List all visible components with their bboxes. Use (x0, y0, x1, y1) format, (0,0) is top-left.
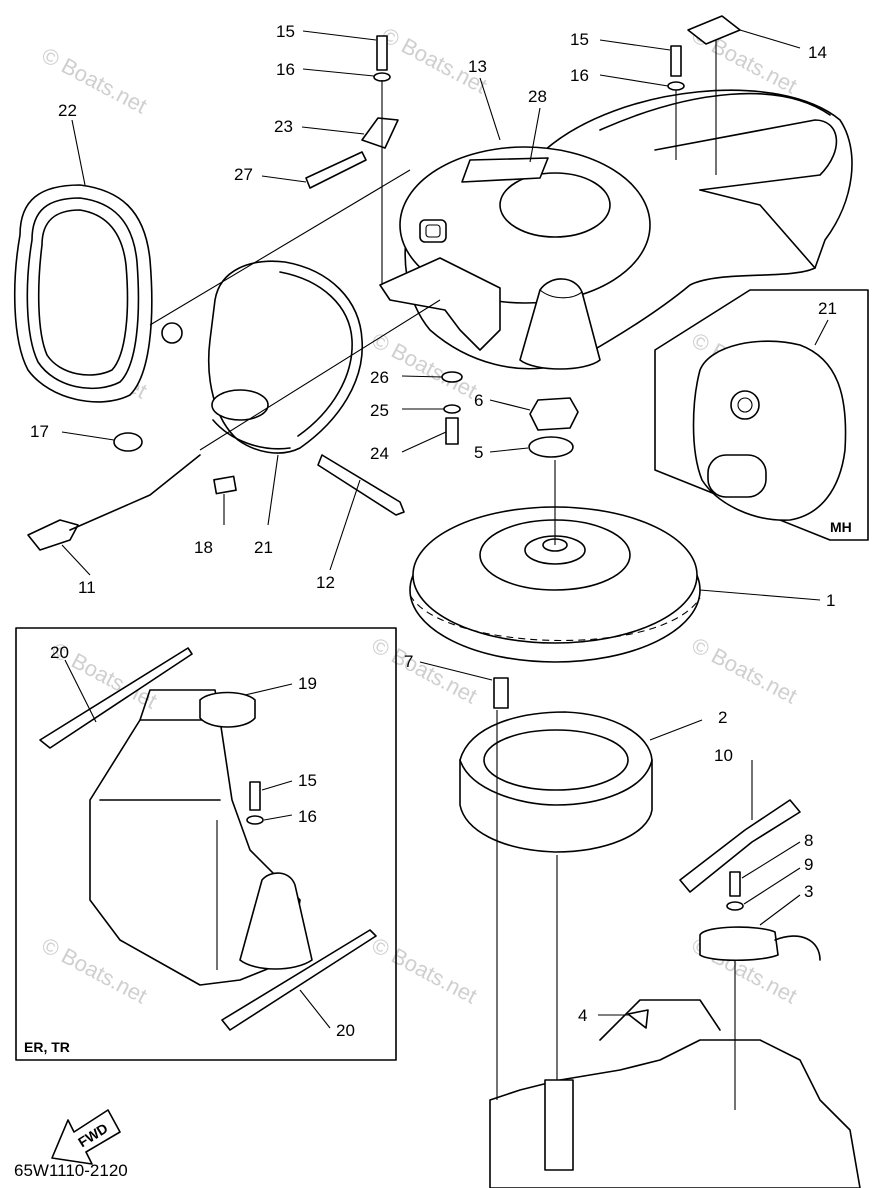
washer-16b (667, 81, 685, 91)
callout-23: 23 (274, 117, 293, 136)
watermark-1: © Boats.net (38, 42, 152, 118)
woodruff-key-4 (627, 1009, 649, 1029)
inset-tag-er-tr: ER, TR (24, 1039, 70, 1055)
callout-13: 13 (468, 57, 487, 76)
powerhead (489, 999, 861, 1188)
callout-21a: 21 (818, 299, 837, 318)
callout-10: 10 (714, 746, 733, 765)
callout-15c: 15 (298, 771, 317, 790)
flywheel-1 (409, 506, 701, 663)
callout-20b: 20 (336, 1021, 355, 1040)
plug-17 (113, 432, 143, 452)
holder-23 (361, 117, 399, 149)
mh-inset: MH (654, 289, 869, 541)
callout-8: 8 (804, 831, 813, 850)
callout-12: 12 (316, 573, 335, 592)
small-parts (27, 15, 821, 1031)
washer-25 (443, 404, 461, 414)
part-code: 65W1110-2120 (14, 1161, 128, 1180)
callout-16a: 16 (276, 60, 295, 79)
grommet-19 (199, 691, 256, 728)
washer-16a (373, 72, 391, 82)
callout-2: 2 (718, 708, 727, 727)
callout-numbers: 15 16 13 28 15 16 14 22 23 27 21 26 6 25… (30, 22, 837, 1040)
bolt-7 (493, 677, 509, 709)
callout-11: 11 (78, 578, 96, 597)
callout-26: 26 (370, 368, 389, 387)
callout-22: 22 (58, 101, 77, 120)
stator-2 (459, 711, 653, 853)
callout-27: 27 (234, 165, 253, 184)
callout-17: 17 (30, 422, 49, 441)
washer-26 (441, 371, 463, 383)
callout-20a: 20 (50, 643, 69, 662)
washer-5 (528, 436, 574, 458)
callout-21b: 21 (254, 538, 273, 557)
bolt-15b (670, 45, 682, 77)
callout-9: 9 (804, 855, 813, 874)
inset-tag-mh: MH (830, 519, 852, 535)
washer-9 (726, 901, 744, 911)
callout-24: 24 (370, 444, 389, 463)
callout-7: 7 (404, 652, 413, 671)
callout-16b: 16 (570, 66, 589, 85)
watermark-9: © Boats.net (688, 632, 802, 708)
pulser-coil-3 (699, 926, 779, 962)
sensor-11 (27, 519, 79, 551)
er-tr-inset: ER, TR (15, 627, 397, 1061)
tie-12 (317, 454, 405, 516)
washer-16c (246, 815, 264, 825)
starter-housing (379, 89, 853, 370)
callout-18: 18 (194, 538, 213, 557)
fwd-arrow: FWD (51, 1109, 121, 1165)
callout-28: 28 (528, 87, 547, 106)
tie-20b (221, 929, 377, 1031)
callout-25: 25 (370, 401, 389, 420)
bolt-8 (729, 871, 741, 897)
callout-15b: 15 (570, 30, 589, 49)
label-18 (213, 475, 237, 495)
bolt-15a (376, 35, 388, 71)
callout-1: 1 (826, 591, 835, 610)
callout-16c: 16 (298, 807, 317, 826)
harness-10 (679, 799, 801, 893)
bolt-24 (445, 417, 459, 445)
gasket-22 (13, 184, 153, 403)
leader-lines (61, 29, 829, 1110)
callout-4: 4 (578, 1006, 587, 1025)
callout-19: 19 (298, 674, 317, 693)
callout-14: 14 (808, 43, 827, 62)
nut-6 (529, 397, 579, 431)
label-27 (305, 151, 367, 189)
bolt-15c (249, 781, 261, 811)
callout-5: 5 (474, 443, 483, 462)
watermark-11: © Boats.net (368, 932, 482, 1008)
callout-15a: 15 (276, 22, 295, 41)
callout-6: 6 (474, 391, 483, 410)
lower-cover-21 (161, 260, 363, 454)
tie-20a (39, 647, 193, 749)
callout-3: 3 (804, 882, 813, 901)
